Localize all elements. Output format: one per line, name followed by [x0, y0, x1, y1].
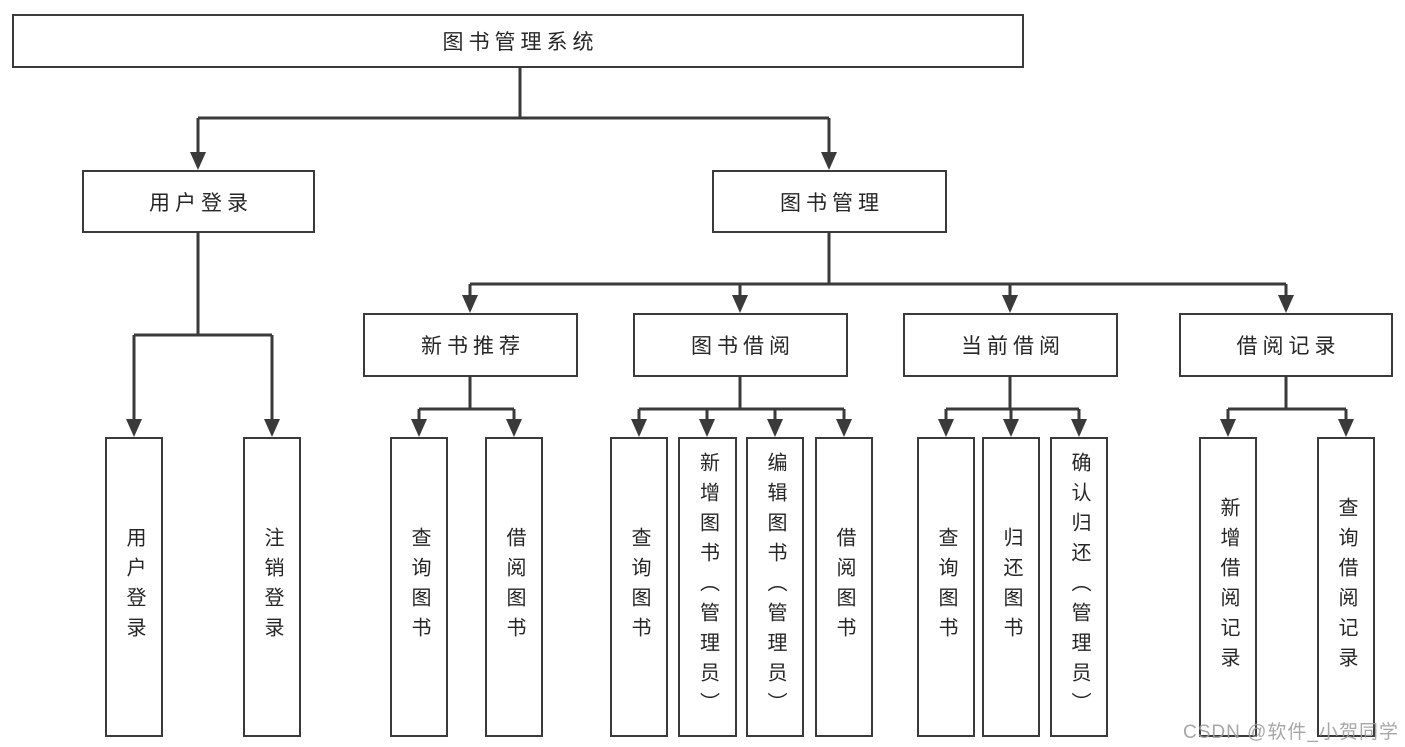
- node-label: 归还图书: [1000, 527, 1022, 647]
- node-label: 查询图书: [935, 527, 957, 647]
- leaf-confirm-return-admin: 确认归还（管理员）: [1050, 437, 1108, 737]
- node-label: 图书借阅: [691, 335, 795, 358]
- leaf-add-borrow-record: 新增借阅记录: [1199, 437, 1257, 737]
- leaf-query-books-borrowing: 查询图书: [610, 437, 668, 737]
- node-label: 注销登录: [261, 527, 283, 647]
- node-label: 图书管理系统: [442, 31, 599, 54]
- node-label: 编辑图书（管理员）: [764, 452, 786, 722]
- node-label: 借阅图书: [833, 527, 855, 647]
- leaf-borrow-books-recommend: 借阅图书: [485, 437, 543, 737]
- leaf-user-login: 用户登录: [105, 437, 163, 737]
- node-new-book-recommend: 新书推荐: [363, 313, 578, 377]
- node-label: 借阅记录: [1236, 335, 1341, 358]
- leaf-edit-books-admin: 编辑图书（管理员）: [746, 437, 804, 737]
- node-label: 确认归还（管理员）: [1068, 452, 1090, 722]
- leaf-borrow-books: 借阅图书: [815, 437, 873, 737]
- node-book-management: 图书管理: [712, 170, 947, 233]
- leaf-logout: 注销登录: [243, 437, 301, 737]
- node-label: 图书管理: [780, 191, 884, 215]
- node-label: 新增图书（管理员）: [696, 452, 719, 722]
- node-label: 查询借阅记录: [1335, 497, 1357, 677]
- node-label: 查询图书: [408, 527, 430, 647]
- node-label: 查询图书: [628, 527, 650, 647]
- leaf-query-books-recommend: 查询图书: [390, 437, 448, 737]
- leaf-add-books-admin: 新增图书（管理员）: [678, 437, 737, 737]
- node-book-borrowing: 图书借阅: [633, 313, 848, 377]
- leaf-return-books: 归还图书: [982, 437, 1040, 737]
- node-label: 当前借阅: [961, 335, 1065, 358]
- node-label: 新增借阅记录: [1217, 497, 1239, 677]
- node-label: 用户登录: [149, 191, 253, 215]
- node-current-borrowing: 当前借阅: [903, 313, 1118, 377]
- node-label: 借阅图书: [503, 527, 525, 647]
- node-root-system: 图书管理系统: [12, 14, 1024, 68]
- node-label: 用户登录: [123, 527, 145, 647]
- node-borrowing-records: 借阅记录: [1179, 313, 1393, 377]
- node-label: 新书推荐: [421, 335, 525, 358]
- node-user-login-group: 用户登录: [82, 170, 315, 233]
- leaf-query-borrow-record: 查询借阅记录: [1317, 437, 1375, 737]
- leaf-query-books-current: 查询图书: [917, 437, 975, 737]
- csdn-watermark: CSDN @软件_小贺同学: [1183, 722, 1399, 743]
